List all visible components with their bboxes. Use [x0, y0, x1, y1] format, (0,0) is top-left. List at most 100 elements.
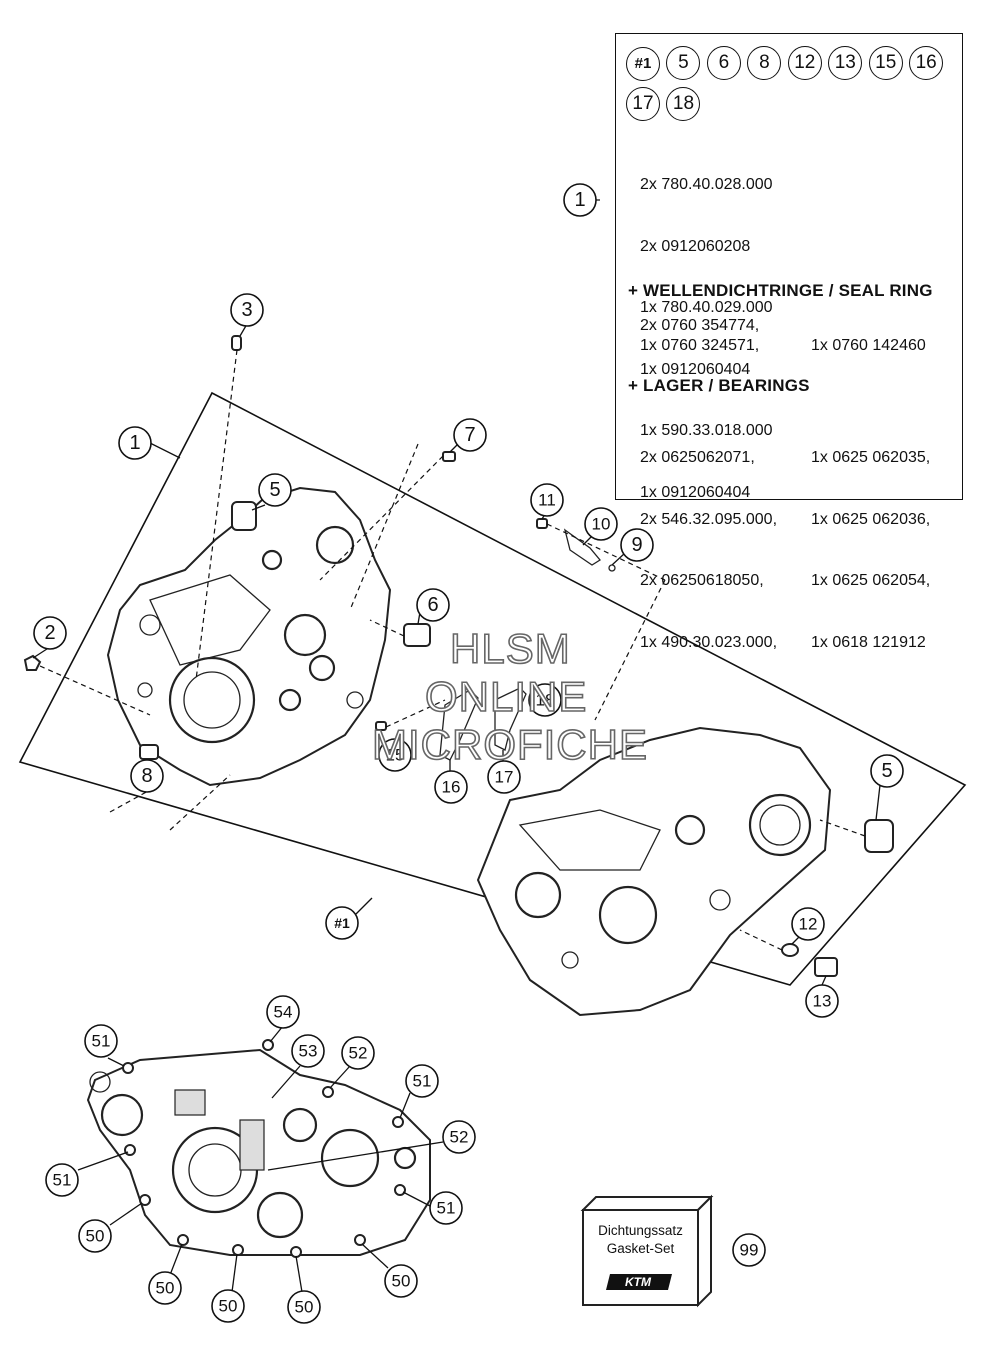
- crankcase-bolt-view: [77, 1025, 444, 1293]
- box-callout: 13: [828, 46, 863, 80]
- bearing-line: 2x 0625062071,: [640, 449, 755, 466]
- seal-ring-header: + WELLENDICHTRINGE / SEAL RING: [628, 281, 933, 300]
- svg-text:3: 3: [241, 299, 252, 321]
- svg-text:2: 2: [44, 622, 55, 644]
- right-crankcase-half: [476, 726, 832, 1017]
- callout-7: 7: [453, 418, 487, 452]
- callout-8: 8: [130, 759, 164, 793]
- gasket-set-label: Dichtungssatz Gasket-Set: [583, 1197, 711, 1305]
- svg-text:50: 50: [392, 1272, 411, 1291]
- item-line: 1x 0912060404: [640, 360, 751, 378]
- parts-info-box: #1 5 6 8 12 13 15 16 17 18 2x 780.40.028…: [615, 33, 963, 651]
- callout-1-frame: 1: [118, 426, 152, 460]
- callout-51-d: 51: [429, 1191, 463, 1225]
- svg-text:50: 50: [86, 1227, 105, 1246]
- svg-text:8: 8: [141, 765, 152, 787]
- item-1-lines: 2x 780.40.028.000 2x 0912060208 1x 780.4…: [640, 134, 773, 544]
- gasket-set-box: KTM: [580, 1194, 714, 1308]
- box-callout: 5: [666, 46, 701, 80]
- svg-text:52: 52: [450, 1128, 469, 1147]
- callout-50-e: 50: [384, 1264, 418, 1298]
- svg-text:15: 15: [386, 746, 405, 765]
- svg-text:52: 52: [349, 1044, 368, 1063]
- svg-text:13: 13: [813, 992, 832, 1011]
- item-line: 1x 780.40.029.000: [640, 299, 773, 316]
- callout-53: 53: [291, 1034, 325, 1068]
- callout-51-c: 51: [45, 1163, 79, 1197]
- box-callout-list: #1 5 6 8 12 13 15 16 17 18: [626, 46, 960, 127]
- callout-15: 15: [378, 738, 412, 772]
- bearing-right-column: 1x 0625 062035, 1x 0625 062036, 1x 0625 …: [811, 407, 930, 694]
- callout-12: 12: [791, 907, 825, 941]
- callout-13: 13: [805, 984, 839, 1018]
- callout-6: 6: [416, 588, 450, 622]
- ktm-logo: KTM: [606, 1274, 672, 1290]
- callout-5-left: 5: [258, 473, 292, 507]
- callout-10: 10: [584, 507, 618, 541]
- bearing-line: 1x 0625 062054,: [811, 572, 931, 589]
- callout-54: 54: [266, 995, 300, 1029]
- seal-line: 1x 0760 324571,: [640, 337, 760, 354]
- box-callout: #1: [626, 47, 660, 81]
- bearing-line: 1x 490.30.023.000,: [640, 633, 778, 651]
- bearing-line: 2x 546.32.095.000,: [640, 510, 778, 528]
- item-line: 1x 590.33.018.000: [640, 422, 773, 439]
- assembly-frame: [18, 391, 967, 986]
- small-parts: [23, 323, 894, 986]
- bearing-line: 2x 06250618050,: [640, 572, 764, 589]
- svg-text:99: 99: [740, 1241, 759, 1260]
- svg-text:53: 53: [299, 1042, 318, 1061]
- callout-99: 99: [732, 1233, 766, 1267]
- callout-17: 17: [487, 760, 521, 794]
- svg-text:7: 7: [464, 424, 475, 446]
- svg-text:10: 10: [592, 515, 611, 534]
- gasket-label-en: Gasket-Set: [606, 1241, 675, 1256]
- svg-text:1: 1: [574, 189, 585, 211]
- box-callout: 12: [787, 46, 822, 80]
- seal-line: 1x 0760 142460: [811, 337, 926, 354]
- svg-text:51: 51: [437, 1199, 456, 1218]
- callout-50-c: 50: [211, 1289, 245, 1323]
- callout-2: 2: [33, 616, 67, 650]
- gasket-label-de: Dichtungssatz: [598, 1223, 683, 1238]
- callout-52-b: 52: [442, 1120, 476, 1154]
- svg-text:1: 1: [129, 432, 140, 454]
- svg-text:9: 9: [631, 534, 642, 556]
- svg-text:50: 50: [219, 1297, 238, 1316]
- callout-hash-1: #1: [325, 906, 359, 940]
- svg-text:17: 17: [495, 768, 514, 787]
- callout-50-d: 50: [287, 1290, 321, 1324]
- callout-52-a: 52: [341, 1036, 375, 1070]
- callout-11: 11: [530, 483, 564, 517]
- bearing-line: 1x 0625 062035,: [811, 449, 931, 466]
- svg-text:#1: #1: [334, 915, 350, 931]
- callout-5-right: 5: [870, 754, 904, 788]
- callout-3: 3: [230, 293, 264, 327]
- box-callout: 6: [706, 46, 741, 80]
- callout-51-a: 51: [84, 1024, 118, 1058]
- callout-51-b: 51: [405, 1064, 439, 1098]
- bearing-line: 1x 0618 121912: [811, 633, 926, 651]
- svg-text:16: 16: [442, 778, 461, 797]
- watermark-line-1: HLSM: [449, 624, 571, 673]
- left-crankcase-half: [106, 486, 392, 787]
- svg-text:51: 51: [92, 1032, 111, 1051]
- svg-text:50: 50: [295, 1298, 314, 1317]
- svg-text:51: 51: [53, 1171, 72, 1190]
- leader-1-frame: [149, 442, 181, 459]
- callout-9: 9: [620, 528, 654, 562]
- svg-text:12: 12: [799, 915, 818, 934]
- box-callout: 18: [666, 87, 701, 121]
- item-line: 2x 780.40.028.000: [640, 176, 773, 193]
- bearings-header: + LAGER / BEARINGS: [628, 376, 810, 395]
- svg-text:KTM: KTM: [625, 1275, 652, 1289]
- watermark-line-3: MICROFICHE: [371, 720, 648, 769]
- watermark-line-2: ONLINE: [424, 672, 588, 721]
- callout-50-a: 50: [78, 1219, 112, 1253]
- bearing-left-column: 2x 0625062071, 2x 546.32.095.000, 2x 062…: [640, 407, 777, 694]
- seal-line: 2x 0760 354774,: [640, 317, 760, 334]
- callout-50-b: 50: [148, 1271, 182, 1305]
- svg-text:54: 54: [274, 1003, 293, 1022]
- item-line: 1x 0912060404: [640, 483, 751, 501]
